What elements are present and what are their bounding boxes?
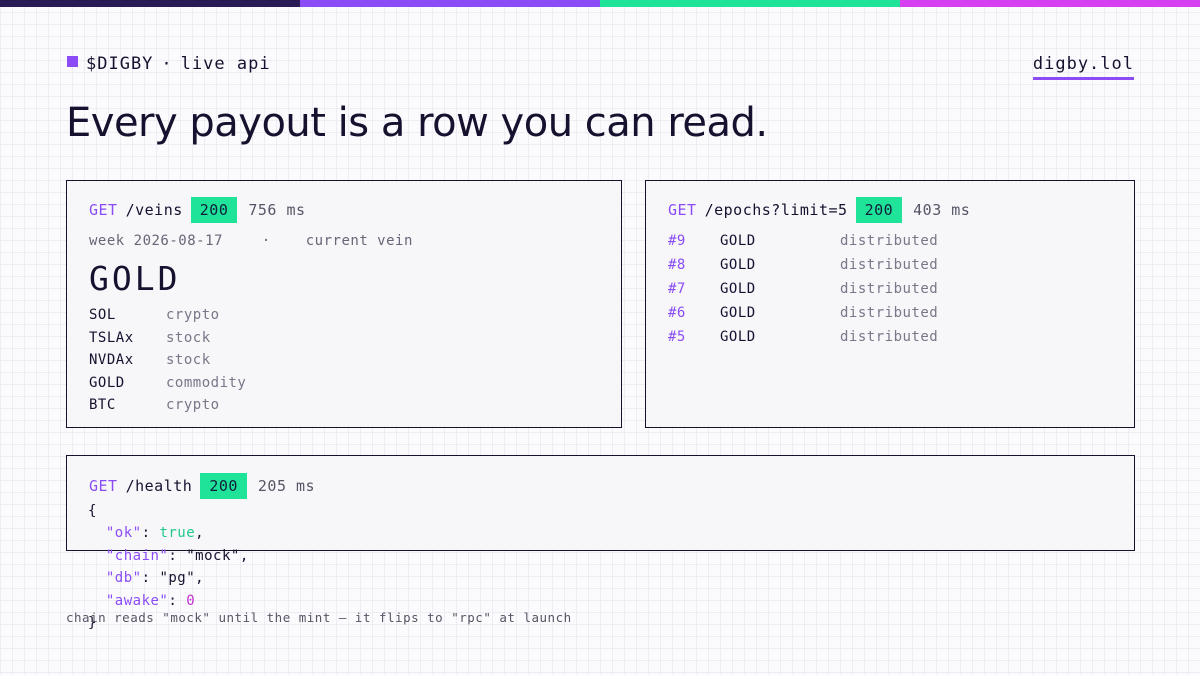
veins-status-badge: 200 [190,197,238,223]
list-item: NVDAx stock [89,352,246,375]
json-open-brace: { [88,503,97,519]
json-key-ok: "ok" [105,525,142,542]
table-row: #9 GOLD distributed [668,233,938,257]
page-title: Every payout is a row you can read. [66,100,768,146]
epochs-method: GET [668,201,697,219]
top-color-bar [0,0,1200,7]
epoch-status: distributed [840,233,939,249]
brand-separator: · [161,54,173,74]
top-bar-segment-1 [0,0,300,7]
site-link[interactable]: digby.lol [1032,54,1134,80]
health-path: /health [125,477,193,495]
veins-path: /veins [125,201,183,219]
asset-symbol: GOLD [89,374,125,391]
epoch-status: distributed [840,257,939,273]
list-item: GOLD commodity [89,375,246,398]
brand-subtitle: live api [180,54,271,74]
json-key-db: "db" [105,570,142,587]
json-value-chain: "mock" [186,547,240,564]
epoch-vein: GOLD [720,233,756,249]
epochs-panel: GET /epochs?limit=5 200 403 ms #9 GOLD d… [645,180,1135,428]
epoch-vein: GOLD [720,257,756,273]
veins-panel: GET /veins 200 756 ms week 2026-08-17 · … [66,180,622,428]
asset-category: crypto [166,397,220,413]
health-status-badge: 200 [200,473,247,499]
list-item: TSLAx stock [89,330,246,353]
epoch-vein: GOLD [720,281,756,297]
asset-symbol: TSLAx [89,329,134,346]
health-method: GET [89,477,118,495]
json-key-chain: "chain" [105,547,169,564]
health-panel: GET /health 200 205 ms [66,455,1135,551]
veins-current-label: current vein [305,233,413,249]
veins-method: GET [89,201,118,219]
epoch-status: distributed [840,281,939,297]
asset-symbol: BTC [89,397,116,413]
epochs-path: /epochs?limit=5 [704,201,848,219]
top-bar-segment-3 [600,0,900,7]
asset-symbol: SOL [89,307,116,323]
table-row: #7 GOLD distributed [668,281,938,305]
asset-list: SOL crypto TSLAx stock NVDAx stock GOLD … [89,307,246,420]
brand-ticker: $DIGBY [86,54,154,74]
epochs-request-line: GET /epochs?limit=5 200 403 ms [668,197,970,223]
json-value-ok: true [159,525,196,542]
epochs-latency: 403 ms [913,201,971,219]
epoch-number: #5 [668,329,686,345]
epoch-number: #6 [668,305,686,321]
epoch-status: distributed [840,329,939,345]
brand-square-icon [67,55,78,67]
table-row: #8 GOLD distributed [668,257,938,281]
health-json-body: { "ok": true, "chain": "mock", "db": "pg… [88,503,249,632]
veins-week-line: week 2026-08-17 · current vein [89,233,413,249]
epoch-list: #9 GOLD distributed #8 GOLD distributed … [668,233,938,353]
json-value-db: "pg" [159,570,196,587]
epoch-number: #9 [668,233,686,249]
asset-category: stock [166,352,211,368]
table-row: #5 GOLD distributed [668,329,938,353]
list-item: BTC crypto [89,397,246,420]
veins-latency: 756 ms [248,201,306,219]
epoch-vein: GOLD [720,329,756,345]
list-item: SOL crypto [89,307,246,330]
health-request-line: GET /health 200 205 ms [89,473,315,499]
epoch-vein: GOLD [720,305,756,321]
epoch-number: #7 [668,281,686,297]
json-close-brace: } [88,615,97,632]
top-bar-segment-2 [300,0,600,7]
veins-request-line: GET /veins 200 756 ms [89,197,306,223]
asset-category: crypto [166,307,220,323]
veins-week-separator: · [261,233,271,249]
health-latency: 205 ms [257,477,316,495]
json-value-awake: 0 [186,592,196,609]
json-key-awake: "awake" [105,592,169,609]
footnote: chain reads "mock" until the mint — it f… [66,610,572,625]
epochs-status-badge: 200 [855,197,903,223]
epoch-status: distributed [840,305,939,321]
current-vein: GOLD [89,259,181,298]
asset-category: commodity [166,374,247,391]
epoch-number: #8 [668,257,686,273]
asset-category: stock [166,329,211,346]
brand: $DIGBY · live api [67,54,271,74]
veins-week: week 2026-08-17 [89,233,223,249]
top-bar-segment-4 [900,0,1200,7]
table-row: #6 GOLD distributed [668,305,938,329]
asset-symbol: NVDAx [89,352,134,368]
